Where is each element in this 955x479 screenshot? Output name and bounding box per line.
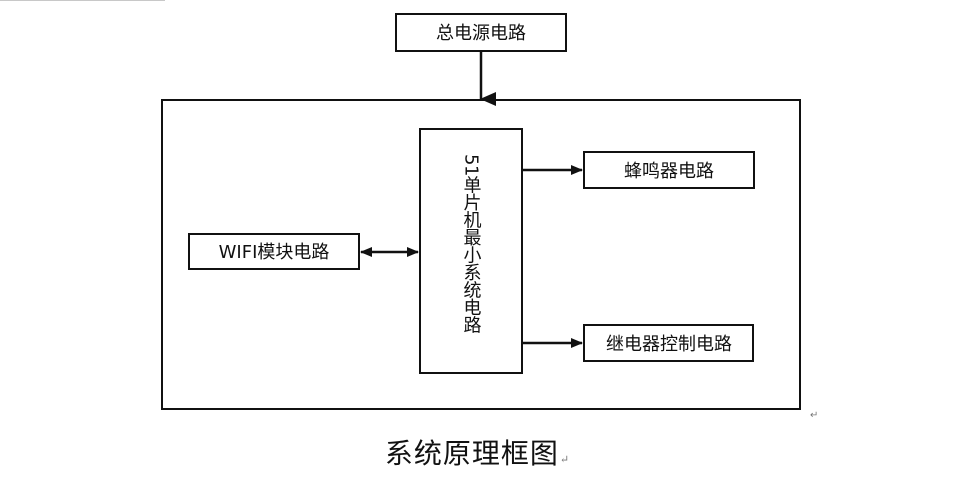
wifi-module-node: WIFI模块电路 xyxy=(188,233,360,270)
buzzer-node: 蜂鸣器电路 xyxy=(583,151,755,189)
power-supply-label: 总电源电路 xyxy=(436,23,526,44)
relay-control-node: 继电器控制电路 xyxy=(583,324,754,362)
figure-caption-text: 系统原理框图 xyxy=(384,437,559,470)
caption-return-mark: ↵ xyxy=(559,453,571,466)
top-rule xyxy=(0,0,165,1)
wifi-module-label: WIFI模块电路 xyxy=(219,242,330,263)
paragraph-return-mark: ↵ xyxy=(810,410,819,421)
mcu-node: 51单片机最小系统电路 xyxy=(419,128,523,374)
figure-caption: 系统原理框图↵ xyxy=(0,432,955,472)
mcu-label: 51单片机最小系统电路 xyxy=(461,154,482,334)
buzzer-label: 蜂鸣器电路 xyxy=(624,161,714,182)
relay-control-label: 继电器控制电路 xyxy=(606,334,732,355)
power-supply-node: 总电源电路 xyxy=(395,13,567,52)
